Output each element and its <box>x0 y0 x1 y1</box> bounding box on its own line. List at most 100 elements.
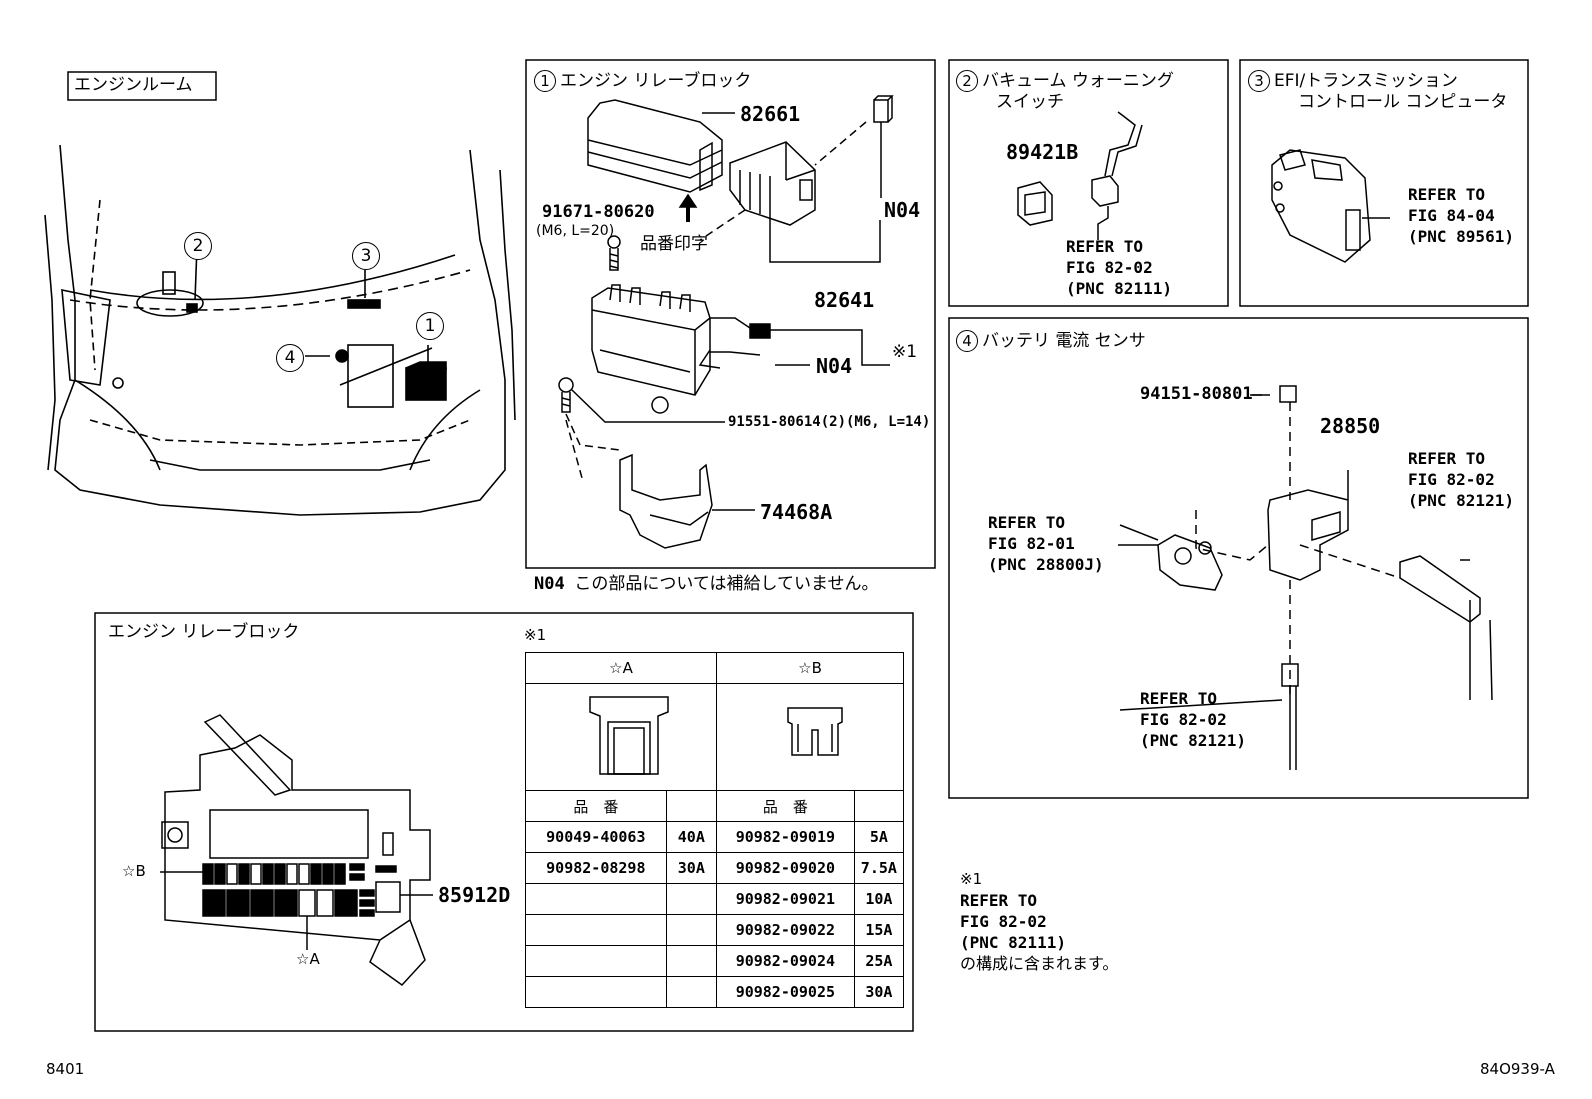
part-91551-80614: 91551-80614(2)(M6, L=14) <box>728 414 931 430</box>
fuse-header-row: ☆A ☆B <box>525 652 904 684</box>
a-part <box>525 883 667 915</box>
relay-block-drawing <box>729 141 881 263</box>
a-amp <box>665 883 718 915</box>
engine-room-label: エンジンルーム <box>74 75 193 95</box>
star-b-label: ☆B <box>122 862 146 880</box>
fuse-a-cell <box>525 683 717 791</box>
relay-block-cover-drawing <box>587 99 735 193</box>
panel2-frame <box>948 59 1229 307</box>
n04-top: N04 <box>884 198 921 222</box>
star-a-label: ☆A <box>296 950 320 968</box>
part-28850: 28850 <box>1320 414 1381 438</box>
engine-room-drawing <box>44 144 516 516</box>
footnote-mark: ※1 <box>960 870 983 888</box>
part-82641: 82641 <box>814 288 875 312</box>
panel4-ref-left: REFER TO FIG 82-01 (PNC 28800J) <box>988 513 1104 574</box>
a-amp: 30A <box>665 852 718 884</box>
engine-room-callout-3: 3 <box>352 242 380 270</box>
col-b-header: ☆B <box>716 652 904 684</box>
bolt-spec: (M6, L=20) <box>536 223 615 239</box>
panel4-frame <box>948 317 1529 799</box>
panel4-ref-right: REFER TO FIG 82-02 (PNC 82121) <box>1408 449 1514 510</box>
n04-connector-drawing <box>699 95 894 241</box>
fuse-row-a <box>202 889 375 917</box>
engine-room-callout-2: 2 <box>184 232 212 260</box>
col-a-header: ☆A <box>525 652 717 684</box>
part-74468A: 74468A <box>760 500 833 524</box>
bolt-bottom-drawing <box>558 377 725 479</box>
arrow-up-drawing <box>678 193 698 222</box>
b-amp: 10A <box>853 883 905 915</box>
n04-note: N04 この部品については補給していません。 <box>534 574 879 594</box>
a-part <box>525 914 667 946</box>
b-amp-header <box>853 790 905 822</box>
part-94151-80801: 94151-80801 <box>1140 384 1253 404</box>
panel3-frame <box>1239 59 1529 307</box>
part-82661: 82661 <box>740 102 801 126</box>
b-amp: 15A <box>853 914 905 946</box>
stamp-note: 品番印字 <box>640 234 708 254</box>
a-amp-header <box>665 790 718 822</box>
relay-detail-frame <box>94 612 914 1032</box>
bracket-drawing <box>619 453 755 549</box>
panel4-ref-bottom: REFER TO FIG 82-02 (PNC 82121) <box>1140 689 1246 750</box>
relay-box-body-drawing <box>591 284 890 414</box>
b-amp: 5A <box>853 821 905 853</box>
b-amp: 30A <box>853 976 905 1008</box>
b-part: 90982-09025 <box>716 976 855 1008</box>
fuse-table-mark: ※1 <box>524 626 547 644</box>
a-amp <box>665 976 718 1008</box>
relay-block-detail-drawing <box>160 714 433 986</box>
footer-right: 84O939-A <box>1480 1060 1555 1078</box>
a-part <box>525 976 667 1008</box>
part-89421B: 89421B <box>1006 140 1079 164</box>
b-part: 90982-09022 <box>716 914 855 946</box>
b-part: 90982-09024 <box>716 945 855 977</box>
a-amp <box>665 945 718 977</box>
fuse-icon-row <box>525 683 904 791</box>
ref-mark-1: ※1 <box>892 342 918 362</box>
a-part <box>525 945 667 977</box>
panel3-title2: コントロール コンピュータ <box>1298 92 1508 112</box>
engine-room-callout-1: 1 <box>416 312 444 340</box>
engine-room-label-frame <box>67 71 217 101</box>
a-part: 90982-08298 <box>525 852 667 884</box>
b-amp: 25A <box>853 945 905 977</box>
a-amp: 40A <box>665 821 718 853</box>
b-part: 90982-09020 <box>716 852 855 884</box>
a-part: 90049-40063 <box>525 821 667 853</box>
panel1-frame <box>525 59 936 569</box>
n04-mid: N04 <box>816 354 853 378</box>
b-amp: 7.5A <box>853 852 905 884</box>
battery-sensor-drawing <box>1118 385 1493 770</box>
a-amp <box>665 914 718 946</box>
relay-detail-title: エンジン リレーブロック <box>108 622 300 642</box>
ecu-drawing <box>1271 149 1390 263</box>
panel2-title2: スイッチ <box>996 92 1064 112</box>
footer-left: 8401 <box>46 1060 85 1078</box>
fuse-subheader-row: 品 番 品 番 <box>525 790 905 822</box>
b-part: 90982-09019 <box>716 821 855 853</box>
fuse-b-cell <box>716 683 904 791</box>
b-part-header: 品 番 <box>716 790 855 822</box>
bolt-top-drawing <box>607 235 621 271</box>
panel3-ref: REFER TO FIG 84-04 (PNC 89561) <box>1408 185 1514 246</box>
b-part: 90982-09021 <box>716 883 855 915</box>
engine-room-callout-4: 4 <box>276 344 304 372</box>
part-91671-80620: 91671-80620 <box>542 202 655 222</box>
footnote-ref: REFER TO FIG 82-02 (PNC 82111) <box>960 891 1066 952</box>
panel2-ref: REFER TO FIG 82-02 (PNC 82111) <box>1066 237 1172 298</box>
